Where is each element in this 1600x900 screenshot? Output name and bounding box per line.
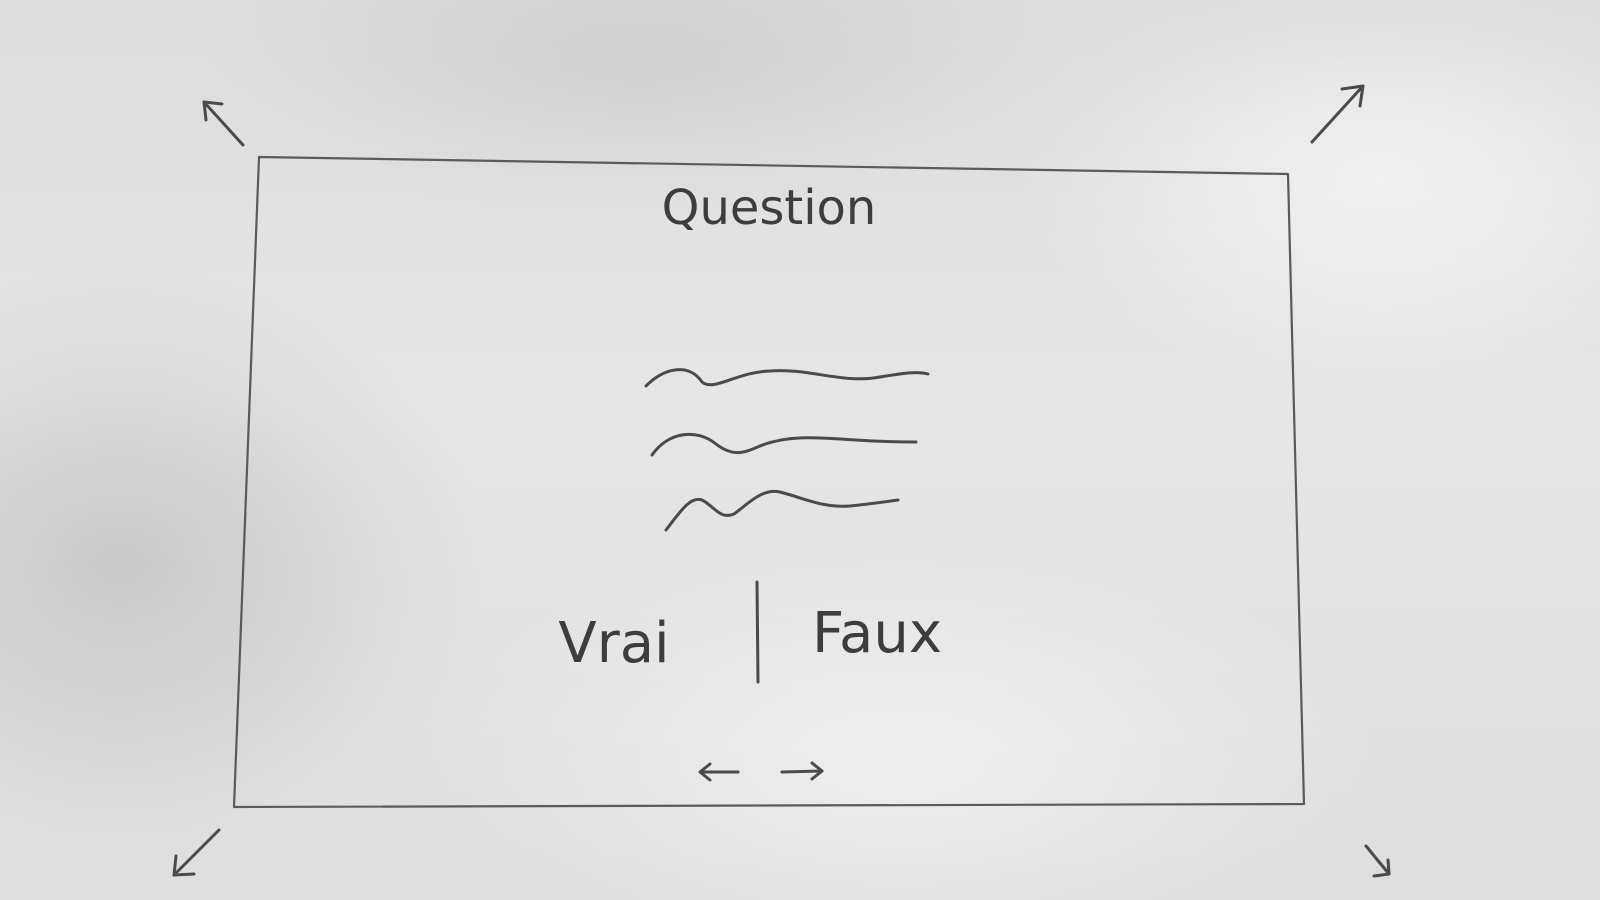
arrow-left-icon[interactable] [690,752,746,788]
arrow-down-left-icon[interactable] [172,828,221,877]
arrow-right-icon[interactable] [774,752,830,788]
question-text-line [650,432,918,457]
false-button[interactable]: Faux [812,601,942,666]
window-frame [232,155,1306,809]
answer-divider [755,580,760,684]
question-text-line [644,368,930,388]
true-button[interactable]: Vrai [558,611,669,676]
arrow-up-right-icon[interactable] [1310,84,1365,144]
question-text-line [664,489,900,532]
answer-options: Vrai Faux [558,580,942,684]
question-title: Question [662,180,877,236]
resize-handles [172,84,1391,878]
quiz-window: Question Vrai Faux [232,155,1306,809]
question-navigation [690,752,830,788]
arrow-up-left-icon[interactable] [202,100,245,147]
question-body [644,368,930,532]
arrow-down-right-icon[interactable] [1364,844,1391,878]
